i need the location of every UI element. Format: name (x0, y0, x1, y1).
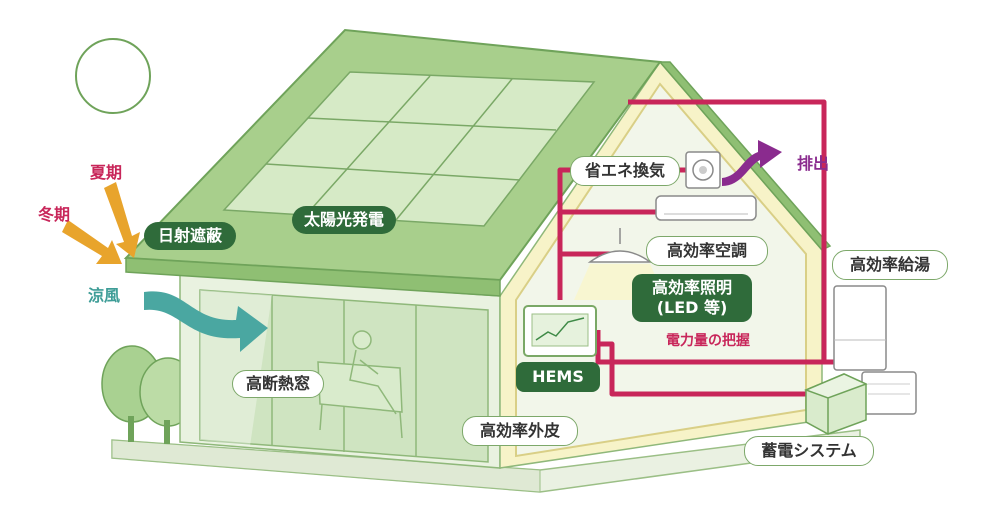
water-heater-icon (833, 285, 917, 415)
efficient-lighting-label: 高効率照明 (LED 等) (632, 274, 752, 322)
battery-icon (803, 373, 868, 435)
exhaust-label: 排出 (796, 154, 829, 173)
ventilation-label: 省エネ換気 (570, 156, 680, 186)
efficient-envelope-label: 高効率外皮 (462, 416, 578, 446)
wiring (557, 99, 836, 397)
water-heater-label: 高効率給湯 (832, 250, 948, 280)
storage-system-label: 蓄電システム (744, 436, 874, 466)
cool-breeze-arrow (144, 291, 268, 352)
insulated-window-label: 高断熱窓 (232, 370, 324, 398)
fan-icon (685, 151, 721, 189)
hems-label: HEMS (516, 362, 600, 392)
solar-panel-icon (222, 71, 596, 227)
solar-power-label: 太陽光発電 (292, 206, 396, 234)
solar-shading-label: 日射遮蔽 (144, 222, 236, 250)
air-conditioner-icon (655, 195, 757, 221)
efficient-lighting-line2: (LED 等) (656, 298, 728, 317)
winter-label: 冬期 (37, 205, 70, 224)
power-monitoring-label: 電力量の把握 (666, 333, 750, 349)
efficient-lighting-line1: 高効率照明 (651, 278, 732, 297)
efficient-ac-label: 高効率空調 (646, 236, 768, 266)
summer-label: 夏期 (89, 163, 122, 182)
cool-breeze-label: 涼風 (87, 286, 120, 305)
summer-sun-arrow (104, 182, 140, 258)
sun-icon (75, 38, 151, 114)
exhaust-arrow (722, 140, 782, 186)
winter-sun-arrow (62, 220, 122, 264)
hems-monitor-icon (523, 305, 597, 357)
